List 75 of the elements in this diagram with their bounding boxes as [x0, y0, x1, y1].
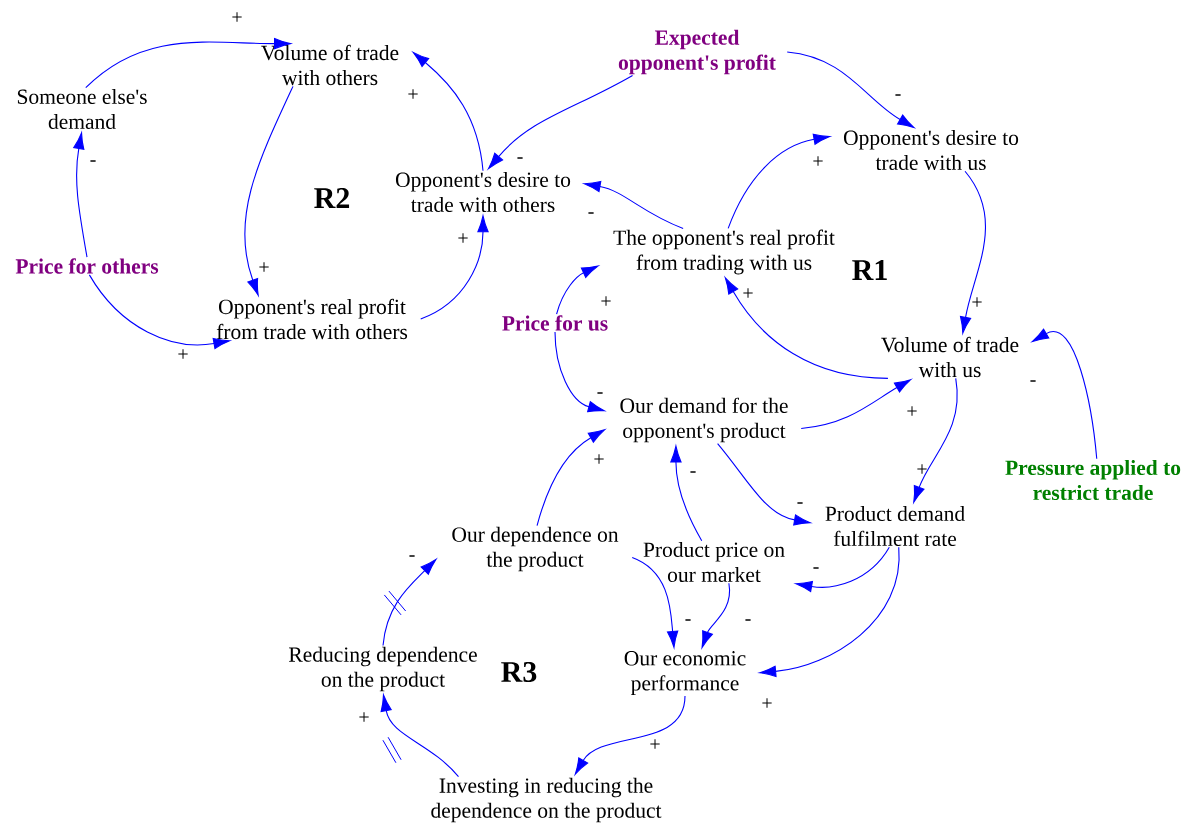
loop-label: R3 [501, 661, 537, 683]
arrow [724, 277, 889, 379]
polarity-sign: - [1030, 380, 1036, 382]
variable-label: Reducing dependence on the product [289, 646, 477, 692]
variable-label: Product price on our market [643, 541, 785, 583]
arrow [487, 74, 634, 170]
polarity-sign: + [972, 297, 982, 307]
variable-label: The opponent's real profit from trading with us [613, 229, 835, 275]
polarity-sign: + [178, 349, 188, 359]
variable-label: Our dependence on the product [452, 526, 619, 572]
polarity-sign: + [594, 454, 604, 464]
polarity-sign: + [408, 89, 418, 99]
polarity-sign: - [745, 619, 751, 621]
variable-label: Pressure applied to restrict trade [1005, 459, 1181, 501]
arrow [380, 694, 460, 778]
arrow [85, 37, 291, 89]
arrow [556, 265, 599, 315]
variable-label: Price for others [15, 258, 159, 274]
polarity-sign: - [90, 160, 96, 162]
polarity-sign: + [359, 712, 369, 722]
arrow [701, 582, 731, 648]
variable-label: Opponent's real profit from trade with others [216, 298, 408, 340]
polarity-sign: - [895, 94, 901, 96]
variable-label: Our demand for the opponent's product [620, 397, 788, 443]
loop-label: R1 [852, 260, 887, 280]
variable-label: Someone else's demand [17, 88, 147, 130]
polarity-sign: - [690, 471, 696, 473]
arrow [786, 51, 915, 128]
arrow [913, 377, 958, 503]
arrow [795, 546, 890, 593]
arrow [574, 695, 686, 775]
arrow [420, 215, 489, 320]
variable-label: Expected opponent's profit [618, 29, 776, 75]
arrow [554, 331, 605, 413]
arrow [1031, 328, 1098, 460]
arrow [412, 51, 484, 172]
variable-label: Volume of trade with us [881, 336, 1019, 378]
polarity-sign: - [409, 555, 415, 557]
variable-label: Product demand fulfilment rate [825, 505, 965, 547]
polarity-sign: + [813, 156, 823, 166]
arrow [536, 429, 606, 527]
variable-label: Investing in reducing the dependence on the product [431, 777, 662, 823]
variable-label: Price for us [502, 315, 608, 331]
arrow [382, 558, 437, 647]
polarity-sign: - [685, 619, 691, 621]
variable-label: Our economic performance [624, 651, 746, 695]
arrow [583, 180, 684, 229]
polarity-sign: - [588, 212, 594, 214]
arrow [670, 445, 703, 542]
loop-label: R2 [314, 188, 350, 208]
arrow [800, 379, 912, 430]
polarity-sign: + [458, 233, 468, 243]
polarity-sign: + [743, 288, 753, 298]
variable-label: Opponent's desire to trade with us [843, 129, 1019, 171]
arrow [759, 546, 900, 678]
polarity-sign: + [601, 296, 611, 306]
arrow [959, 170, 986, 334]
polarity-sign: + [762, 698, 772, 708]
arrow [244, 85, 294, 296]
arrow [73, 132, 88, 258]
variable-label: Opponent's desire to trade with others [395, 171, 571, 213]
polarity-sign: + [650, 739, 660, 749]
arrow [631, 556, 679, 648]
arrow [717, 443, 811, 526]
arrow [88, 274, 231, 350]
polarity-sign: + [232, 12, 242, 22]
arrow [727, 133, 831, 229]
variable-label: Volume of trade with others [261, 44, 399, 86]
polarity-sign: + [907, 406, 917, 416]
polarity-sign: - [813, 567, 819, 569]
polarity-sign: - [797, 502, 803, 504]
polarity-sign: - [517, 157, 523, 159]
polarity-sign: + [259, 262, 269, 272]
polarity-sign: + [917, 464, 927, 474]
polarity-sign: - [597, 392, 603, 394]
